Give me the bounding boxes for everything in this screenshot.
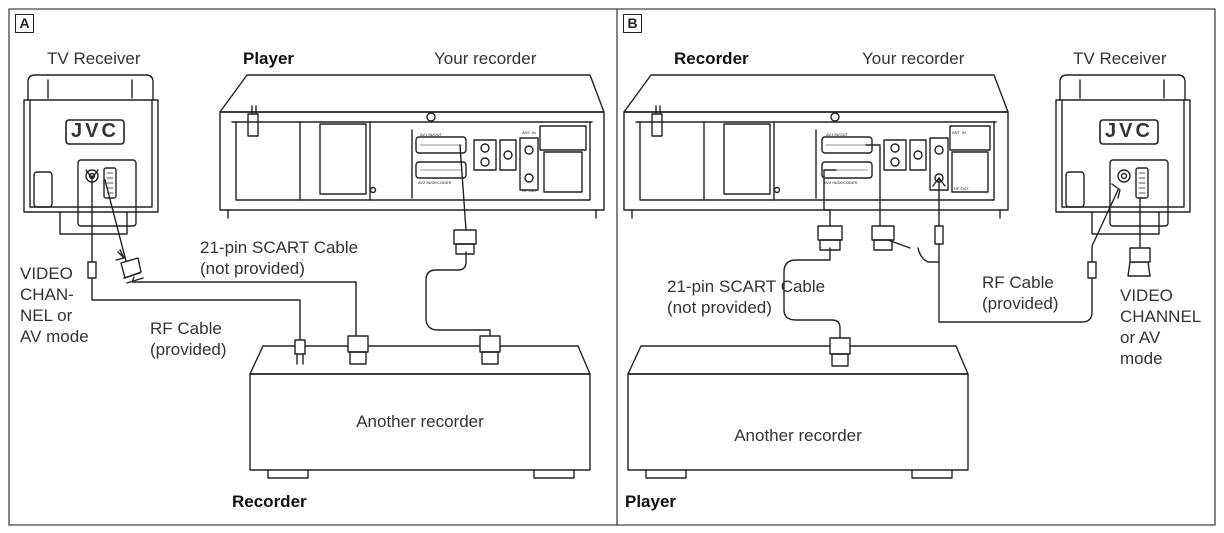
another-recorder-a: [249, 345, 591, 479]
panel-b-video-channel-line1: VIDEO: [1120, 286, 1173, 305]
panel-b-av2-label: AV2 IN/DECODER: [824, 180, 858, 185]
panel-a-av1-label: AV1 IN/OUT: [420, 132, 442, 137]
panel-a-rf-cable-line1: RF Cable: [150, 319, 222, 338]
panel-a-video-channel-line4: AV mode: [20, 327, 89, 346]
panel-b-rf-out-label: RF OUT: [954, 186, 969, 191]
another-recorder-b: [627, 345, 969, 479]
panel-a-antenna-label: ANT. IN: [522, 130, 536, 135]
scart-cable-b-tv: [865, 144, 939, 263]
outer-frame: [8, 8, 1216, 526]
panel-a-video-channel-line2: CHAN-: [20, 285, 74, 304]
panel-b-video-channel-line3: or AV: [1120, 328, 1161, 347]
panel-b-video-channel-line2: CHANNEL: [1120, 307, 1202, 326]
panel-a-scart-cable-line1: 21-pin SCART Cable: [200, 238, 359, 257]
panel-b-tv-brand: JVC: [1105, 120, 1153, 142]
panel-a-bottom-role-label: Recorder: [232, 492, 307, 511]
panel-a-tv-brand: JVC: [71, 120, 119, 142]
scart-cable-a-tv: [104, 179, 357, 336]
panel-a-rf-cable-line2: (provided): [150, 340, 227, 359]
panel-b-tv-label: TV Receiver: [1073, 49, 1167, 68]
tv-receiver-a: [23, 74, 159, 235]
player-vcr-a: [219, 74, 605, 219]
scart-cable-b-player: [783, 169, 841, 339]
panel-b-another-recorder-label: Another recorder: [734, 426, 862, 445]
panel-b-letter: B: [623, 14, 642, 33]
panel-a-your-recorder-label: Your recorder: [434, 49, 537, 68]
panel-b-recorder-label: Recorder: [674, 49, 749, 68]
panel-b-rf-cable-line1: RF Cable: [982, 273, 1054, 292]
panel-a-player-label: Player: [243, 49, 295, 68]
rf-cable-a: [91, 175, 301, 341]
tv-receiver-b: [1055, 74, 1191, 235]
panel-a-scart-cable-line2: (not provided): [200, 259, 305, 278]
panel-a-rf-out-label: RF OUT: [522, 188, 537, 193]
panel-b-antenna-label: ANT. IN: [952, 130, 966, 135]
scart-cable-a-player: [425, 144, 491, 337]
panel-a-video-channel-line3: NEL or: [20, 306, 73, 325]
panel-b-rf-cable-line2: (provided): [982, 294, 1059, 313]
panel-b-scart-cable-line1: 21-pin SCART Cable: [667, 277, 826, 296]
panel-a: [23, 74, 605, 479]
panel-b-av1-label: AV1 IN/OUT: [826, 132, 848, 137]
rf-cable-b: [938, 177, 1119, 323]
recorder-vcr-b: [623, 74, 1009, 219]
panel-b: [623, 74, 1191, 479]
panel-a-letter: A: [15, 14, 34, 33]
panel-b-scart-cable-line2: (not provided): [667, 298, 772, 317]
panel-a-another-recorder-label: Another recorder: [356, 412, 484, 431]
panel-b-your-recorder-label: Your recorder: [862, 49, 965, 68]
panel-a-video-channel-line1: VIDEO: [20, 264, 73, 283]
panel-a-av2-label: AV2 IN/DECODER: [418, 180, 452, 185]
panel-a-tv-label: TV Receiver: [47, 49, 141, 68]
panel-b-bottom-role-label: Player: [625, 492, 677, 511]
panel-b-video-channel-line4: mode: [1120, 349, 1163, 368]
